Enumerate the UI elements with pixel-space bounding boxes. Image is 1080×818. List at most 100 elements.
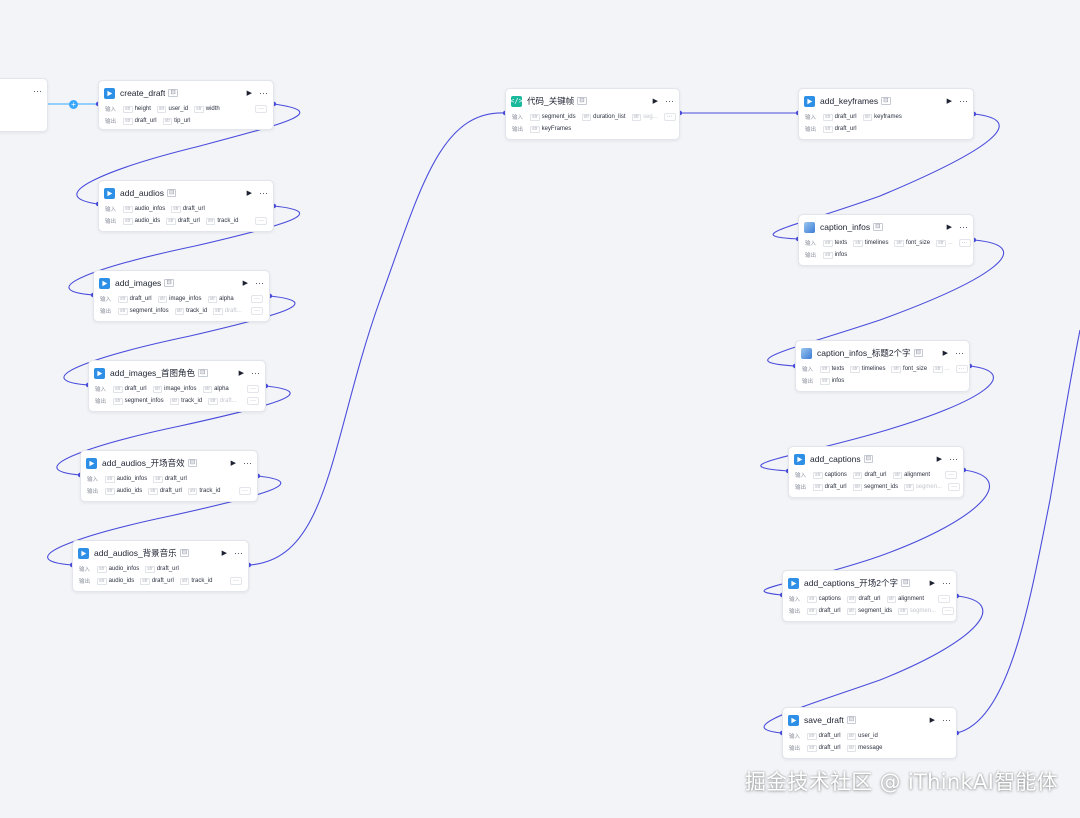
type-icon: str xyxy=(123,105,133,113)
type-icon: str xyxy=(823,125,833,133)
more-icon[interactable]: ··· xyxy=(259,188,268,198)
expand-params-icon[interactable]: ··· xyxy=(663,113,676,121)
type-icon: str xyxy=(807,595,817,603)
watermark: 掘金技术社区 @ iThinkAI智能体 xyxy=(744,770,1058,794)
expand-params-icon[interactable]: ··· xyxy=(251,307,263,315)
more-icon[interactable]: ··· xyxy=(959,96,968,106)
more-icon[interactable]: ··· xyxy=(665,96,674,106)
add-node-icon[interactable]: + xyxy=(69,100,78,109)
more-icon[interactable]: ··· xyxy=(942,578,951,588)
expand-params-icon[interactable]: ··· xyxy=(247,385,259,393)
input-label: 输入 xyxy=(100,297,112,303)
expand-params-icon[interactable]: ··· xyxy=(255,105,267,113)
expand-params-icon[interactable]: ··· xyxy=(948,483,961,491)
expand-params-icon[interactable]: ··· xyxy=(247,397,259,405)
expand-params-icon[interactable]: ··· xyxy=(942,607,955,615)
expand-params-icon[interactable]: ··· xyxy=(255,217,267,225)
expand-params-icon[interactable]: ··· xyxy=(239,487,251,495)
expand-params-icon[interactable]: ··· xyxy=(958,239,971,247)
type-icon: str xyxy=(813,483,823,491)
more-icon[interactable]: ··· xyxy=(33,86,42,96)
more-icon[interactable]: ··· xyxy=(959,222,968,232)
input-label: 输入 xyxy=(79,567,91,573)
run-icon[interactable]: ▶ xyxy=(929,580,935,587)
node-title: add_audios_开场音效 xyxy=(102,458,185,468)
input-label: 输入 xyxy=(512,115,524,121)
expand-params-icon[interactable]: ··· xyxy=(230,577,242,585)
type-icon: str xyxy=(145,565,155,573)
type-icon: str xyxy=(820,377,830,385)
input-label: 输入 xyxy=(802,367,814,373)
run-icon[interactable]: ▶ xyxy=(246,190,252,197)
output-label: 输出 xyxy=(87,489,99,495)
run-icon[interactable]: ▶ xyxy=(936,456,942,463)
type-icon: str xyxy=(148,487,158,495)
run-icon[interactable]: ▶ xyxy=(652,98,658,105)
run-icon[interactable]: ▶ xyxy=(238,370,244,377)
expand-params-icon[interactable]: ··· xyxy=(955,365,968,373)
run-icon[interactable]: ▶ xyxy=(929,717,935,724)
start-node[interactable]: ··· xyxy=(0,78,48,132)
type-icon: str xyxy=(898,607,908,615)
run-icon[interactable]: ▶ xyxy=(242,280,248,287)
more-icon[interactable]: ··· xyxy=(942,715,951,725)
run-icon[interactable]: ▶ xyxy=(221,550,227,557)
run-icon[interactable]: ▶ xyxy=(946,224,952,231)
expand-params-icon[interactable]: ··· xyxy=(945,471,957,479)
expand-params-icon[interactable]: ··· xyxy=(938,595,950,603)
run-icon[interactable]: ▶ xyxy=(942,350,948,357)
version-tag-icon: ⊟ xyxy=(846,716,857,724)
type-icon: str xyxy=(162,117,173,125)
more-icon[interactable]: ··· xyxy=(234,548,243,558)
version-tag-icon: ⊟ xyxy=(881,97,891,105)
output-label: 输出 xyxy=(105,119,117,125)
more-icon[interactable]: ··· xyxy=(255,278,264,288)
run-icon[interactable]: ▶ xyxy=(230,460,236,467)
more-icon[interactable]: ··· xyxy=(949,454,958,464)
run-icon[interactable]: ▶ xyxy=(946,98,952,105)
type-icon: str xyxy=(123,117,133,125)
type-icon: str xyxy=(936,239,946,247)
more-icon[interactable]: ··· xyxy=(243,458,252,468)
version-tag-icon: ⊟ xyxy=(913,349,923,357)
more-icon[interactable]: ··· xyxy=(955,348,964,358)
run-icon[interactable]: ▶ xyxy=(246,90,252,97)
expand-params-icon[interactable]: ··· xyxy=(251,295,263,303)
more-icon[interactable]: ··· xyxy=(259,88,268,98)
more-icon[interactable]: ··· xyxy=(251,368,260,378)
